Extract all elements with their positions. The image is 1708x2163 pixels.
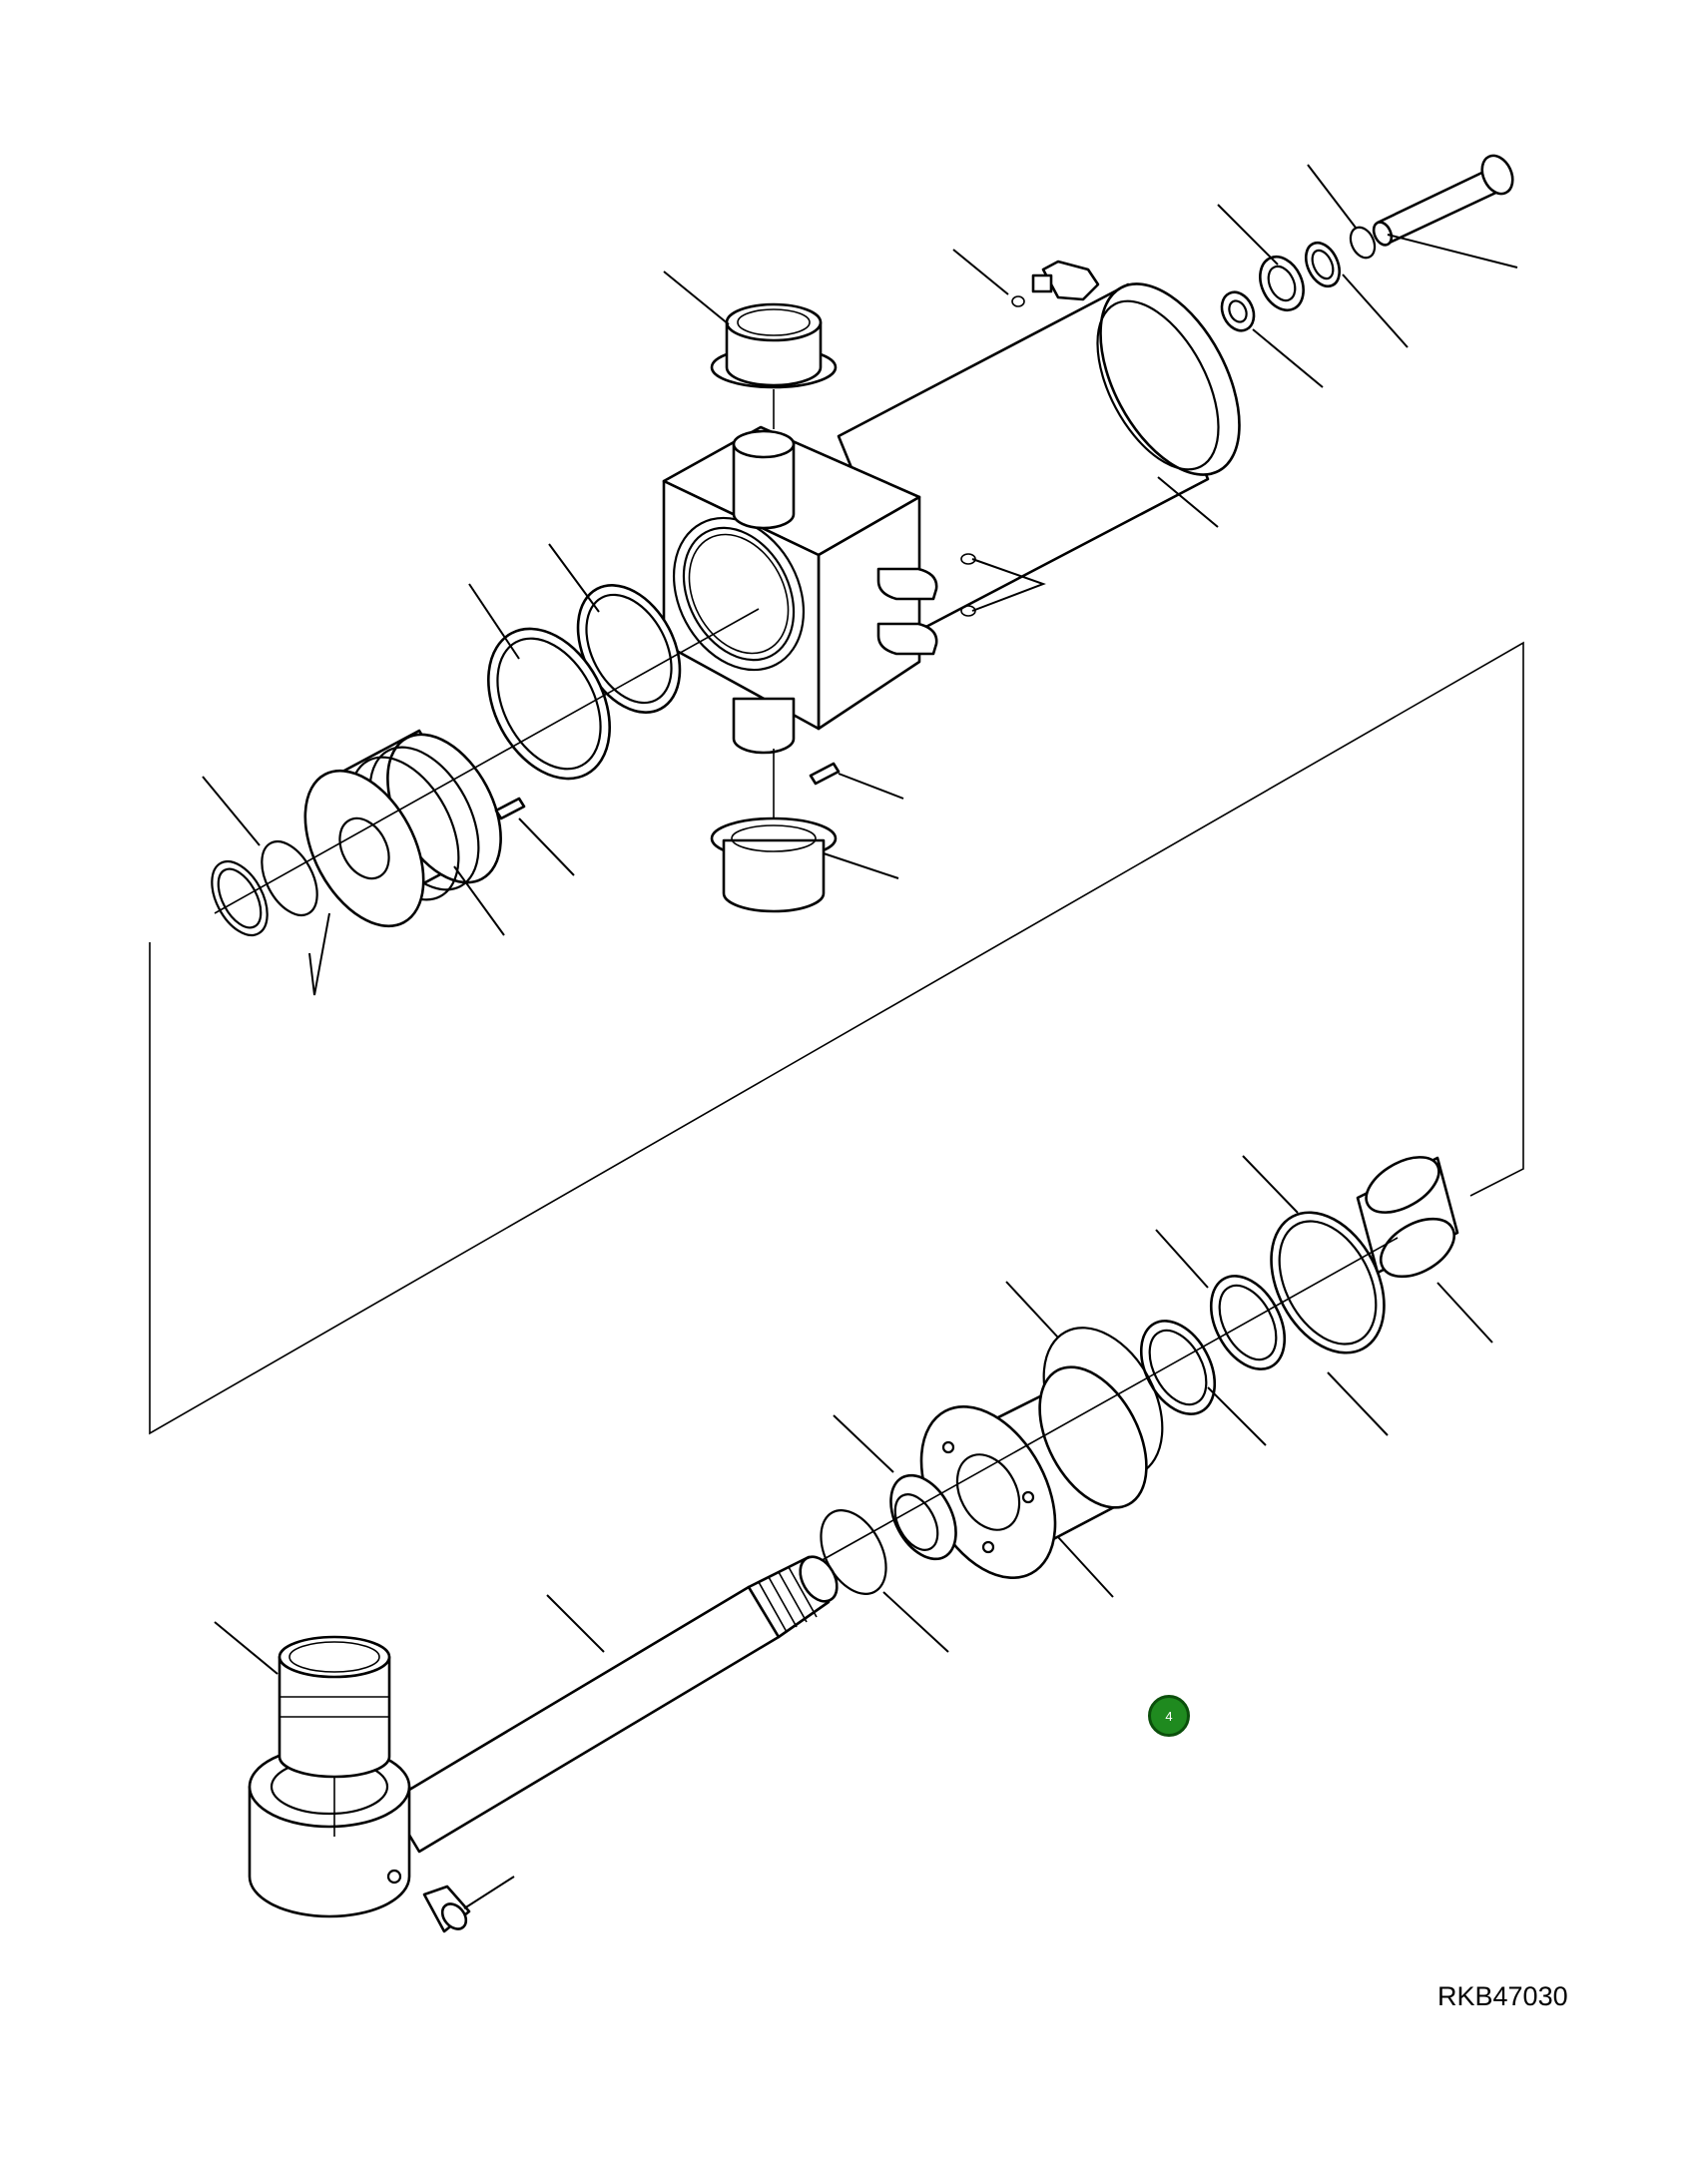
top-elbow-fitting	[1011, 260, 1100, 307]
lower-bushing	[1356, 1156, 1459, 1279]
upper-centerline	[214, 608, 760, 914]
lower-seal-rings	[1042, 1211, 1386, 1478]
lower-centerline	[818, 1237, 1399, 1563]
upper-piston	[303, 729, 502, 928]
threaded-gland	[919, 1365, 1148, 1579]
grease-nipple	[422, 1885, 471, 1933]
wiper-seal	[889, 1473, 957, 1561]
grub-screws	[494, 762, 841, 820]
rod-eye-bushing	[278, 1635, 391, 1837]
hydraulic-elbow-fittings	[876, 553, 1046, 656]
leader-lines	[202, 164, 1518, 1909]
diagram-reference-code: RKB47030	[1437, 1981, 1568, 2011]
piston-rod	[387, 1555, 839, 1854]
top-pin-and-rings	[1220, 154, 1514, 332]
callout-badge-label: 4	[1165, 1708, 1173, 1724]
crosshead-block	[662, 425, 921, 755]
callout-badge[interactable]: 4	[1148, 1695, 1190, 1737]
upper-seal-rings	[487, 584, 682, 781]
cylinder-barrel	[837, 282, 1241, 633]
bottom-bushing	[710, 749, 838, 913]
top-bushing	[710, 302, 838, 429]
assembly-bracket-line	[149, 641, 1524, 1435]
